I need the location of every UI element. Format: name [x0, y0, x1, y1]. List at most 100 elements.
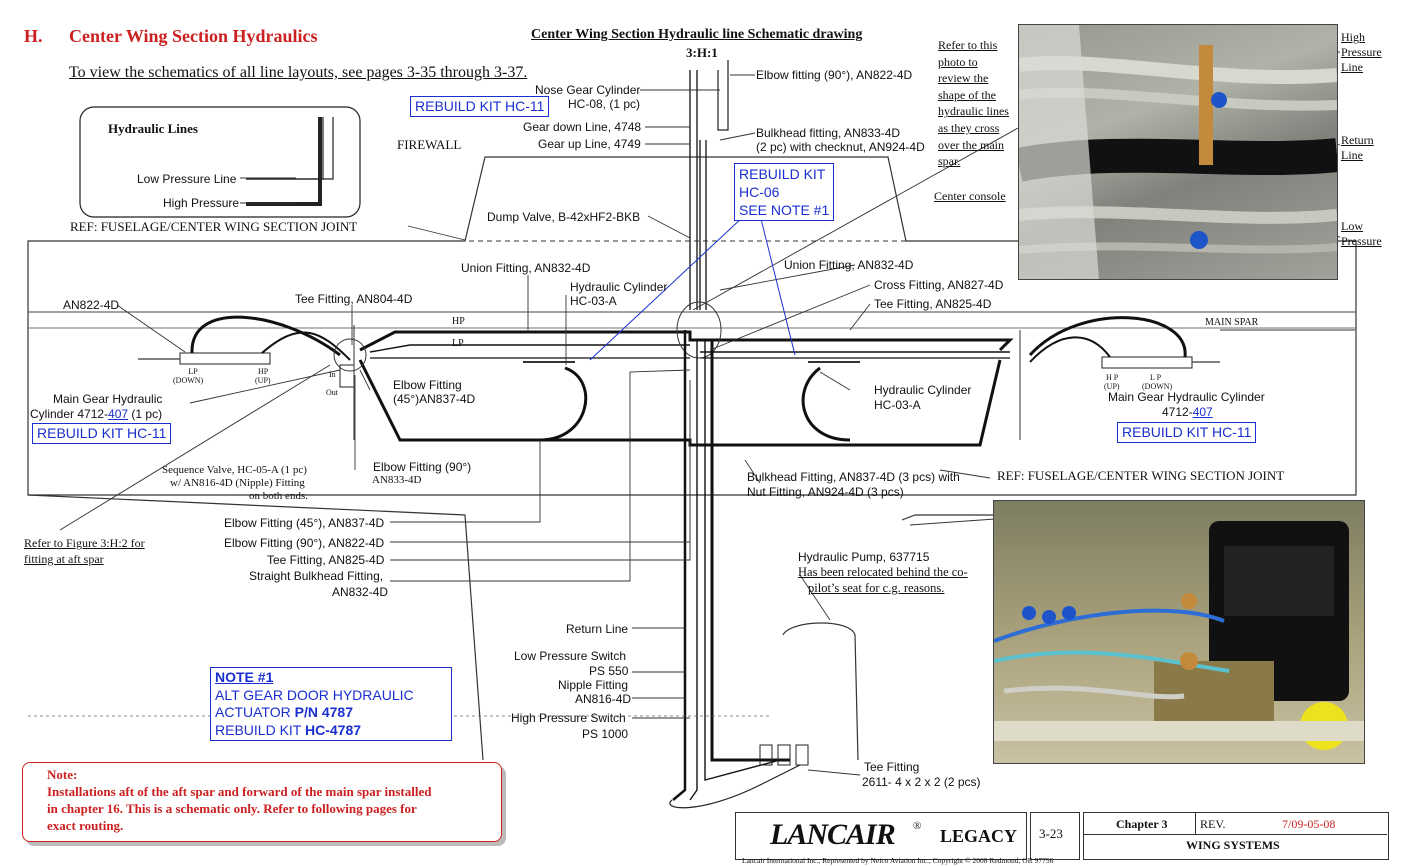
refer-photo-caption: Refer to this photo to review the shape … — [938, 38, 1009, 169]
rev-label: REV. — [1200, 817, 1226, 831]
return-line-label: Return Line — [566, 622, 629, 636]
right-hose-2 — [1029, 336, 1111, 363]
note-1-line-3: REBUILD KIT HC-4787 — [215, 721, 362, 738]
refer-figure-2[interactable]: fitting at aft spar — [24, 552, 104, 566]
chapter-label: Chapter 3 — [1116, 817, 1168, 831]
pump-photo — [993, 500, 1365, 764]
switch-3 — [795, 744, 809, 766]
refer-figure-1[interactable]: Refer to Figure 3:H:2 for — [24, 536, 145, 550]
section-title: Center Wing Section Hydraulics — [69, 26, 318, 46]
bulkhead-top-label-1: Bulkhead fitting, AN833-4D — [756, 126, 901, 140]
aft-outline-right — [901, 514, 995, 521]
main-gear-left-link[interactable]: 407 — [108, 407, 129, 421]
center-console-label: Center console — [934, 189, 1006, 203]
tee-left-label: Tee Fitting, AN804-4D — [295, 292, 413, 306]
lp-label: LP — [452, 338, 464, 349]
right-center-cylinder-hose — [801, 366, 851, 442]
elbow45-mid-label-1: Elbow Fitting — [393, 378, 462, 392]
high-switch-label-1: High Pressure Switch — [511, 711, 626, 725]
hp-label: HP — [452, 316, 465, 327]
in-label: In — [329, 370, 336, 379]
elbow90-list-label: Elbow Fitting (90°), AN822-4D — [224, 536, 385, 550]
note-1-line-1: ALT GEAR DOOR HYDRAULIC — [215, 686, 414, 703]
chapter-vdivider — [1195, 812, 1196, 834]
hyd-cyl-left-label-1: Hydraulic Cylinder — [570, 280, 668, 294]
rev-value: 7/09-05-08 — [1282, 817, 1336, 831]
pump-label-2: Has been relocated behind the co- — [798, 565, 968, 579]
main-gear-right-label-2: 4712-407 — [1162, 405, 1213, 419]
subtitle[interactable]: To view the schematics of all line layou… — [69, 64, 528, 81]
return-line — [672, 330, 687, 801]
section-letter: H. — [24, 26, 43, 46]
pump-outline — [782, 622, 859, 761]
main-gear-left-label-2: Cylinder 4712-407 (1 pc) — [30, 407, 163, 421]
union-left-label: Union Fitting, AN832-4D — [461, 261, 591, 275]
hp-up-left-2: (UP) — [255, 376, 271, 385]
left-hose-2 — [261, 331, 351, 361]
copyright: Lancair International Inc., Represented … — [742, 856, 1054, 865]
rebuild-kit-right: REBUILD KIT HC-11 — [1117, 422, 1257, 443]
rebuild-kit-hc06: REBUILD KIT HC-06 SEE NOTE #1 — [734, 163, 835, 221]
main-gear-right-link[interactable]: 407 — [1192, 405, 1213, 419]
hp-up-left-1: HP — [258, 367, 269, 376]
hp-up-right-2: (UP) — [1104, 382, 1120, 391]
kit-leader-lines — [589, 214, 796, 361]
sequence-valve-label-2: w/ AN816-4D (Nipple) Fitting — [170, 477, 305, 489]
reg-mark: ® — [913, 820, 922, 832]
legend-high-line — [246, 117, 322, 206]
footer-logo-box — [735, 812, 1027, 860]
lp-down-left-2: (DOWN) — [173, 376, 204, 385]
legend-high-pressure: High Pressure — [163, 196, 240, 210]
low-switch-label-1: Low Pressure Switch — [514, 649, 627, 663]
main-gear-left-label-1: Main Gear Hydraulic — [53, 392, 163, 406]
chapter-box — [1083, 812, 1389, 860]
left-hose-1 — [190, 315, 341, 357]
trunk-high — [710, 340, 790, 762]
tee-right-label: Tee Fitting, AN825-4D — [874, 297, 992, 311]
legacy-logo: LEGACY — [940, 826, 1018, 846]
spar-photo — [1018, 24, 1338, 280]
right-gear-cylinder — [1101, 356, 1193, 369]
sequence-valve-label-3: on both ends. — [249, 490, 308, 502]
switch-1 — [759, 744, 773, 766]
installation-note: Note: Installations aft of the aft spar … — [22, 762, 502, 842]
main-gear-right-label-1: Main Gear Hydraulic Cylinder — [1108, 390, 1265, 404]
fuselage-outline — [27, 156, 1357, 496]
tee-bottom-label-2: 2611- 4 x 2 x 2 (2 pcs) — [862, 775, 981, 789]
hyd-cyl-right-label-1: Hydraulic Cylinder — [874, 383, 972, 397]
left-tee-circle — [333, 338, 367, 372]
note-1-line-2: ACTUATOR P/N 4787 — [215, 704, 353, 720]
ref-joint-bottom: REF: FUSELAGE/CENTER WING SECTION JOINT — [997, 468, 1285, 483]
firewall-label: FIREWALL — [397, 137, 462, 152]
legend-low-line-2 — [246, 117, 324, 180]
chapter-divider — [1083, 834, 1387, 835]
gear-down-label: Gear down Line, 4748 — [523, 120, 642, 134]
gear-up-label: Gear up Line, 4749 — [538, 137, 641, 151]
note-1-title: NOTE #1 — [215, 669, 274, 685]
trunk-low-1 — [689, 340, 698, 801]
nipple-label-2: AN816-4D — [575, 692, 632, 706]
high-switch-label-2: PS 1000 — [582, 727, 629, 741]
lp-line-left — [369, 344, 690, 353]
tee-list-label: Tee Fitting, AN825-4D — [267, 553, 385, 567]
out-label: Out — [326, 388, 338, 397]
legend-title: Hydraulic Lines — [108, 121, 198, 136]
return-line-photo-label: Return Line — [1341, 133, 1374, 162]
ref-joint-top: REF: FUSELAGE/CENTER WING SECTION JOINT — [70, 219, 358, 234]
an822-left-label: AN822-4D — [63, 298, 120, 312]
nipple-label-1: Nipple Fitting — [558, 678, 629, 692]
sequence-valve-label-1: Sequence Valve, HC-05-A (1 pc) — [162, 464, 307, 476]
elbow90-mid-label-2: AN833-4D — [372, 474, 422, 486]
straight-bulkhead-label-1: Straight Bulkhead Fitting, — [249, 569, 384, 583]
lp-down-left-1: LP — [188, 367, 198, 376]
high-pressure-line-label: High Pressure Line — [1341, 30, 1382, 74]
left-gear-cylinder — [179, 352, 271, 365]
bulkhead-mid-label-2: Nut Fitting, AN924-4D (3 pcs) — [747, 485, 904, 499]
rebuild-kit-left: REBUILD KIT HC-11 — [32, 423, 172, 444]
bottom-loop — [669, 764, 801, 809]
bulkhead-mid-label-1: Bulkhead Fitting, AN837-4D (3 pcs) with — [747, 470, 960, 484]
elbow45-list-label: Elbow Fitting (45°), AN837-4D — [224, 516, 385, 530]
straight-bulkhead-label-2: AN832-4D — [332, 585, 389, 599]
lancair-logo: LANCAIR — [770, 818, 896, 851]
wing-systems-label: WING SYSTEMS — [1186, 838, 1280, 852]
